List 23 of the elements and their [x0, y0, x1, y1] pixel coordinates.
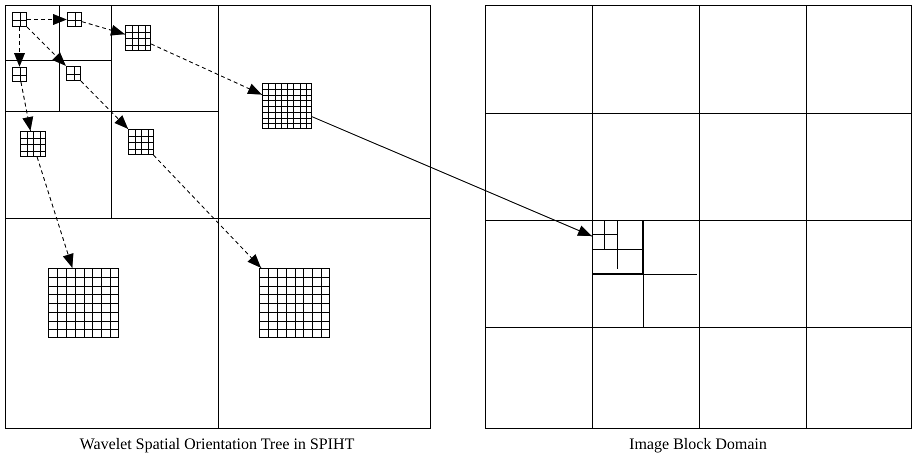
coefficient-block [125, 25, 151, 51]
coefficient-block [262, 83, 312, 129]
coefficient-block [20, 131, 46, 157]
arrow [82, 21, 126, 36]
coefficient-block [128, 129, 154, 155]
arrow [36, 156, 74, 268]
coefficient-block [66, 66, 81, 81]
coefficient-block [12, 12, 27, 27]
arrow [152, 154, 262, 268]
arrow [80, 80, 129, 130]
caption: Image Block Domain [629, 436, 767, 454]
arrow [26, 14, 68, 26]
coefficient-block [12, 67, 27, 82]
arrow [14, 26, 26, 68]
coefficient-block [67, 12, 82, 27]
arrow [26, 26, 66, 66]
coefficient-block [48, 268, 119, 338]
caption: Wavelet Spatial Orientation Tree in SPIHT [80, 436, 354, 454]
arrow [312, 116, 592, 237]
arrow [20, 82, 34, 132]
arrow [150, 43, 262, 96]
coefficient-block [259, 268, 330, 338]
image-block [592, 220, 643, 274]
